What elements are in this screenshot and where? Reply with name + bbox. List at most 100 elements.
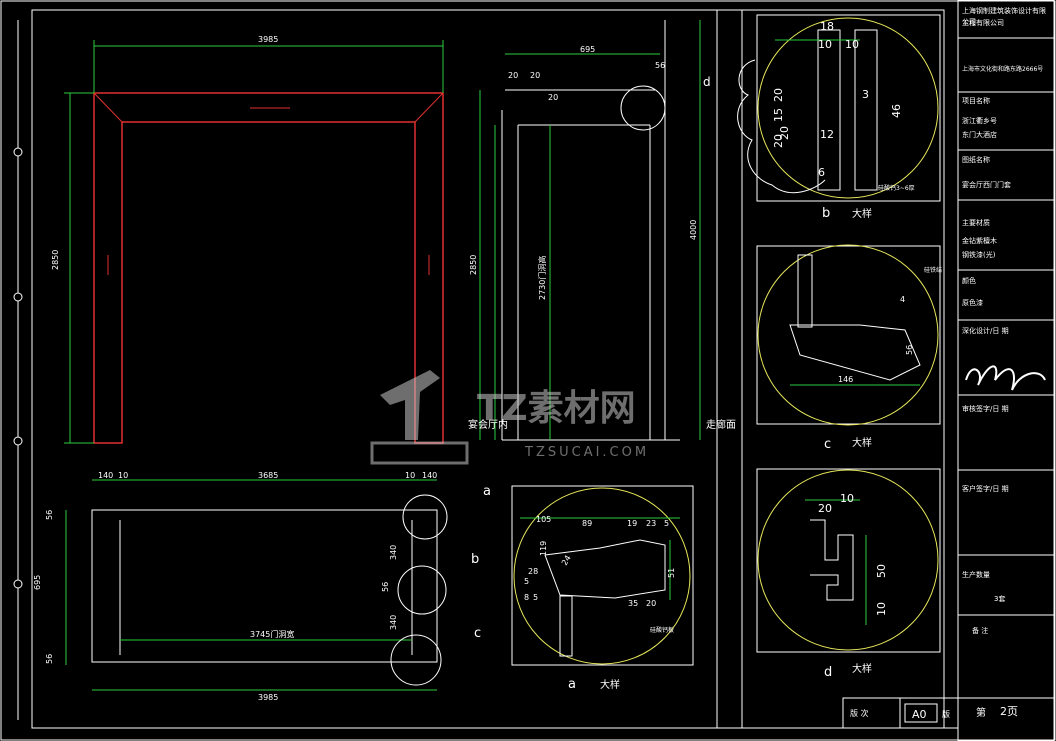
- dd-title: 大样: [852, 662, 872, 675]
- plan-56c: 56: [381, 582, 390, 592]
- signature: [965, 365, 1046, 391]
- watermark-domain: TZSUCAI.COM: [524, 445, 649, 460]
- da-24: 24: [560, 554, 573, 567]
- db-note: 硅酸钙3~6厚: [878, 184, 915, 192]
- da-note: 硅酸钙板: [650, 626, 674, 634]
- db-6: 6: [818, 166, 825, 179]
- sec-callout-d: d: [703, 75, 711, 89]
- drawing-label: 图纸名称: [962, 156, 990, 164]
- version-label: 版 次: [850, 708, 869, 718]
- sec-56: 56: [655, 61, 665, 70]
- da-5c: 5: [524, 577, 529, 586]
- watermark-brand: TZ素材网: [477, 388, 636, 429]
- sec-inner: 2730门洞高: [537, 256, 547, 300]
- dd-10b: 10: [875, 602, 888, 616]
- db-20c: 20: [778, 126, 791, 140]
- title-block-grid: [958, 37, 1054, 699]
- dd-50: 50: [875, 564, 888, 578]
- watermark-logo: [370, 370, 469, 465]
- plan-callout-a: a: [483, 484, 491, 499]
- db-20a: 20: [772, 88, 785, 102]
- plan-3745: 3745门洞宽: [250, 629, 294, 639]
- da-5: 5: [664, 519, 669, 528]
- db-15: 15: [772, 108, 785, 122]
- db-20b: 20: [772, 134, 785, 148]
- sec-20c: 20: [548, 93, 558, 102]
- paper-size: A0: [912, 708, 927, 721]
- plan-10: 10: [118, 471, 128, 480]
- review-label: 审核签字/日 期: [962, 405, 1009, 413]
- plan-695: 695: [33, 575, 42, 590]
- dc-146: 146: [838, 375, 853, 384]
- da-19: 19: [627, 519, 637, 528]
- detail-b: [737, 14, 941, 202]
- sec-695: 695: [580, 45, 595, 54]
- company-name: 上海钢制建筑装饰设计有限公司: [962, 7, 1046, 26]
- db-title: 大样: [852, 207, 872, 220]
- da-label: a: [568, 677, 576, 692]
- dc-label: c: [824, 437, 831, 452]
- section-view: [479, 20, 701, 441]
- qty-label: 生产数量: [962, 571, 990, 579]
- material-label: 主要材质: [962, 219, 990, 227]
- dc-note: 硅铁结: [924, 266, 942, 274]
- dd-10a: 10: [840, 492, 854, 505]
- detail-a: [511, 485, 694, 666]
- da-51: 51: [667, 568, 676, 578]
- drawing-name: 宴会厅西门门套: [962, 181, 1011, 189]
- da-title: 大样: [600, 678, 620, 691]
- company-short: 工程有限公司: [962, 19, 1004, 27]
- plan-callout-b: b: [471, 552, 479, 567]
- color-value: 原色漆: [962, 299, 983, 307]
- dd-20: 20: [818, 502, 832, 515]
- sec-4000: 4000: [689, 220, 698, 240]
- dd-label: d: [824, 665, 832, 680]
- page-value: 2页: [1000, 705, 1018, 718]
- da-119: 119: [539, 541, 548, 556]
- plan-56b: 56: [45, 654, 54, 664]
- da-89: 89: [582, 519, 592, 528]
- dc-56: 56: [905, 345, 914, 355]
- project-line2: 东门大酒店: [962, 131, 997, 139]
- db-18: 18: [820, 20, 834, 33]
- paper-suffix: 版: [942, 709, 950, 719]
- da-35: 35: [628, 599, 638, 608]
- sec-20a: 20: [508, 71, 518, 80]
- da-105: 105: [536, 515, 551, 524]
- sec-2850: 2850: [469, 255, 478, 275]
- design-label: 深化设计/日 期: [962, 327, 1009, 335]
- dc-4: 4: [900, 295, 905, 304]
- company-address: 上海市文化街和路东路2666号: [962, 66, 1044, 73]
- material-line2: 钢铁漆(光): [962, 251, 996, 259]
- plan-callout-c: c: [474, 626, 481, 641]
- db-label: b: [822, 206, 830, 221]
- da-23: 23: [646, 519, 656, 528]
- plan-3985: 3985: [258, 693, 278, 702]
- title-block: 上海钢制建筑装饰设计有限公司 工程有限公司 上海市文化街和路东路2666号 项目…: [958, 0, 1056, 741]
- plan-140b: 140: [422, 471, 437, 480]
- elev-width-dim: 3985: [258, 35, 278, 44]
- da-20: 20: [646, 599, 656, 608]
- plan-10b: 10: [405, 471, 415, 480]
- plan-56a: 56: [45, 510, 54, 520]
- elevation-view: [64, 40, 444, 444]
- qty-value: 3套: [994, 595, 1006, 603]
- detail-d: [756, 468, 941, 653]
- client-label: 客户签字/日 期: [962, 485, 1009, 493]
- elev-height-dim: 2850: [51, 250, 60, 270]
- db-46: 46: [890, 104, 903, 118]
- plan-3685: 3685: [258, 471, 278, 480]
- plan-340b: 340: [389, 615, 398, 630]
- sec-20b: 20: [530, 71, 540, 80]
- version-strip: [842, 697, 959, 729]
- margin-markers: [13, 20, 23, 720]
- db-3: 3: [862, 88, 869, 101]
- color-label: 颜色: [962, 277, 976, 285]
- sec-right-side: 走廊面: [706, 418, 736, 431]
- plan-view: [65, 479, 448, 691]
- material-line1: 金钻紫檀木: [962, 237, 997, 245]
- note-label: 备 注: [972, 627, 989, 635]
- da-28: 28: [528, 567, 538, 576]
- project-line1: 浙江衢乡号: [962, 117, 997, 125]
